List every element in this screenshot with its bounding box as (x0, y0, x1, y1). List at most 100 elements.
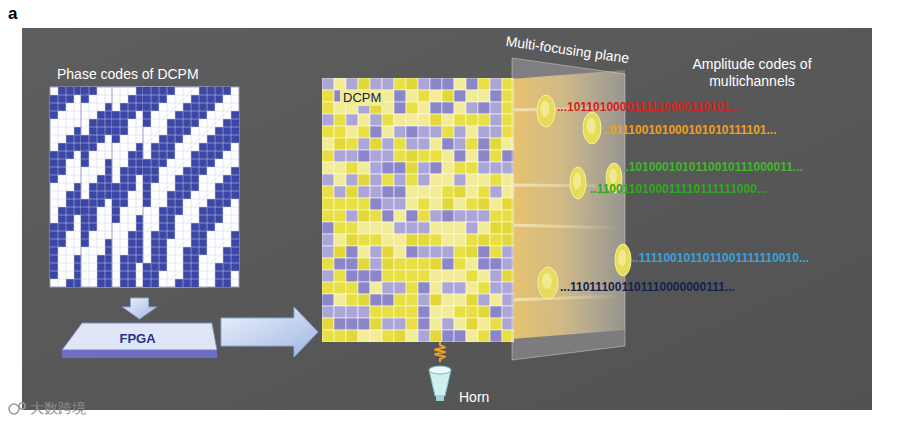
dcpm-cell (322, 330, 334, 342)
dcpm-cell (358, 138, 370, 150)
dcpm-cell (370, 162, 382, 174)
panel-letter: a (8, 4, 17, 24)
focal-spot (615, 244, 631, 276)
dcpm-cell (478, 150, 490, 162)
dcpm-cell (382, 258, 394, 270)
dcpm-cell (430, 150, 442, 162)
dcpm-cell (322, 318, 334, 330)
dcpm-cell (418, 318, 430, 330)
dcpm-cell (478, 258, 490, 270)
dcpm-cell (418, 78, 430, 90)
dcpm-cell (430, 78, 442, 90)
watermark-icon (9, 403, 25, 414)
dcpm-cell (442, 318, 454, 330)
dcpm-cell (454, 222, 466, 234)
dcpm-cell (394, 258, 406, 270)
dcpm-cell (394, 186, 406, 198)
dcpm-cell (334, 282, 346, 294)
dcpm-cell (466, 198, 478, 210)
dcpm-cell (370, 258, 382, 270)
dcpm-cell (370, 234, 382, 246)
dcpm-cell (442, 306, 454, 318)
dcpm-cell (418, 138, 430, 150)
phase-mask-grid (143, 87, 239, 287)
dcpm-cell (454, 318, 466, 330)
dcpm-cell (442, 234, 454, 246)
dcpm-cell (466, 78, 478, 90)
phase-mask-panel (143, 87, 239, 287)
dcpm-cell (478, 294, 490, 306)
dcpm-cell (406, 138, 418, 150)
fpga-top-face (62, 323, 217, 350)
dcpm-cell (454, 210, 466, 222)
dcpm-cell (382, 78, 394, 90)
dcpm-cell (322, 114, 334, 126)
dcpm-cell (490, 306, 502, 318)
dcpm-cell (394, 330, 406, 342)
watermark: 大数跨境 (30, 400, 86, 417)
dcpm-cell (358, 78, 370, 90)
dcpm-cell (418, 270, 430, 282)
dcpm-cell (394, 174, 406, 186)
dcpm-cell (406, 222, 418, 234)
dcpm-cell (430, 258, 442, 270)
dcpm-cell (490, 174, 502, 186)
dcpm-cell (466, 258, 478, 270)
dcpm-cell (382, 330, 394, 342)
dcpm-cell (430, 234, 442, 246)
dcpm-cell (442, 270, 454, 282)
dcpm-cell (490, 150, 502, 162)
dcpm-cell (454, 78, 466, 90)
dcpm-cell (406, 162, 418, 174)
dcpm-cell (490, 318, 502, 330)
dcpm-cell (370, 78, 382, 90)
amplitude-code: ...110111001101110000000111... (560, 280, 735, 294)
amplitude-code: ..1010001010110010111000011... (622, 160, 803, 174)
dcpm-cell (370, 246, 382, 258)
dcpm-cell (322, 258, 334, 270)
dcpm-cell (382, 306, 394, 318)
dcpm-cell (466, 114, 478, 126)
dcpm-cell (334, 126, 346, 138)
dcpm-cell (454, 246, 466, 258)
dcpm-cell (478, 270, 490, 282)
dcpm-cell (418, 246, 430, 258)
node-label: FPGA (119, 331, 155, 347)
dcpm-cell (430, 306, 442, 318)
dcpm-cell (490, 102, 502, 114)
dcpm-cell (442, 174, 454, 186)
dcpm-cell (394, 150, 406, 162)
dcpm-cell (322, 78, 334, 90)
focal-spot-highlight (587, 118, 596, 134)
dcpm-cell (394, 222, 406, 234)
dcpm-cell (454, 294, 466, 306)
dcpm-cell (322, 246, 334, 258)
dcpm-cell (406, 246, 418, 258)
dcpm-cell (358, 210, 370, 222)
dcpm-cell (490, 222, 502, 234)
dcpm-cell (430, 138, 442, 150)
focal-spot (537, 95, 555, 127)
dcpm-cell (382, 282, 394, 294)
dcpm-cell (346, 138, 358, 150)
dcpm-cell (322, 210, 334, 222)
focal-spot (570, 167, 586, 199)
dcpm-cell (466, 90, 478, 102)
dcpm-cell (370, 294, 382, 306)
focal-spot-highlight (542, 273, 552, 289)
dcpm-cell (346, 150, 358, 162)
dcpm-cell (442, 150, 454, 162)
phase-code-stack: Phase codes of DCPM (45, 65, 240, 295)
dcpm-cell (442, 246, 454, 258)
dcpm-cell (418, 282, 430, 294)
dcpm-cell (322, 294, 334, 306)
dcpm-cell (346, 222, 358, 234)
dcpm-cell (358, 186, 370, 198)
dcpm-cell (430, 174, 442, 186)
dcpm-cell (334, 234, 346, 246)
dcpm-cell (466, 186, 478, 198)
fpga-board: FPGA (62, 322, 217, 360)
dcpm-cell (406, 90, 418, 102)
dcpm-cell (406, 318, 418, 330)
dcpm-cell (418, 114, 430, 126)
